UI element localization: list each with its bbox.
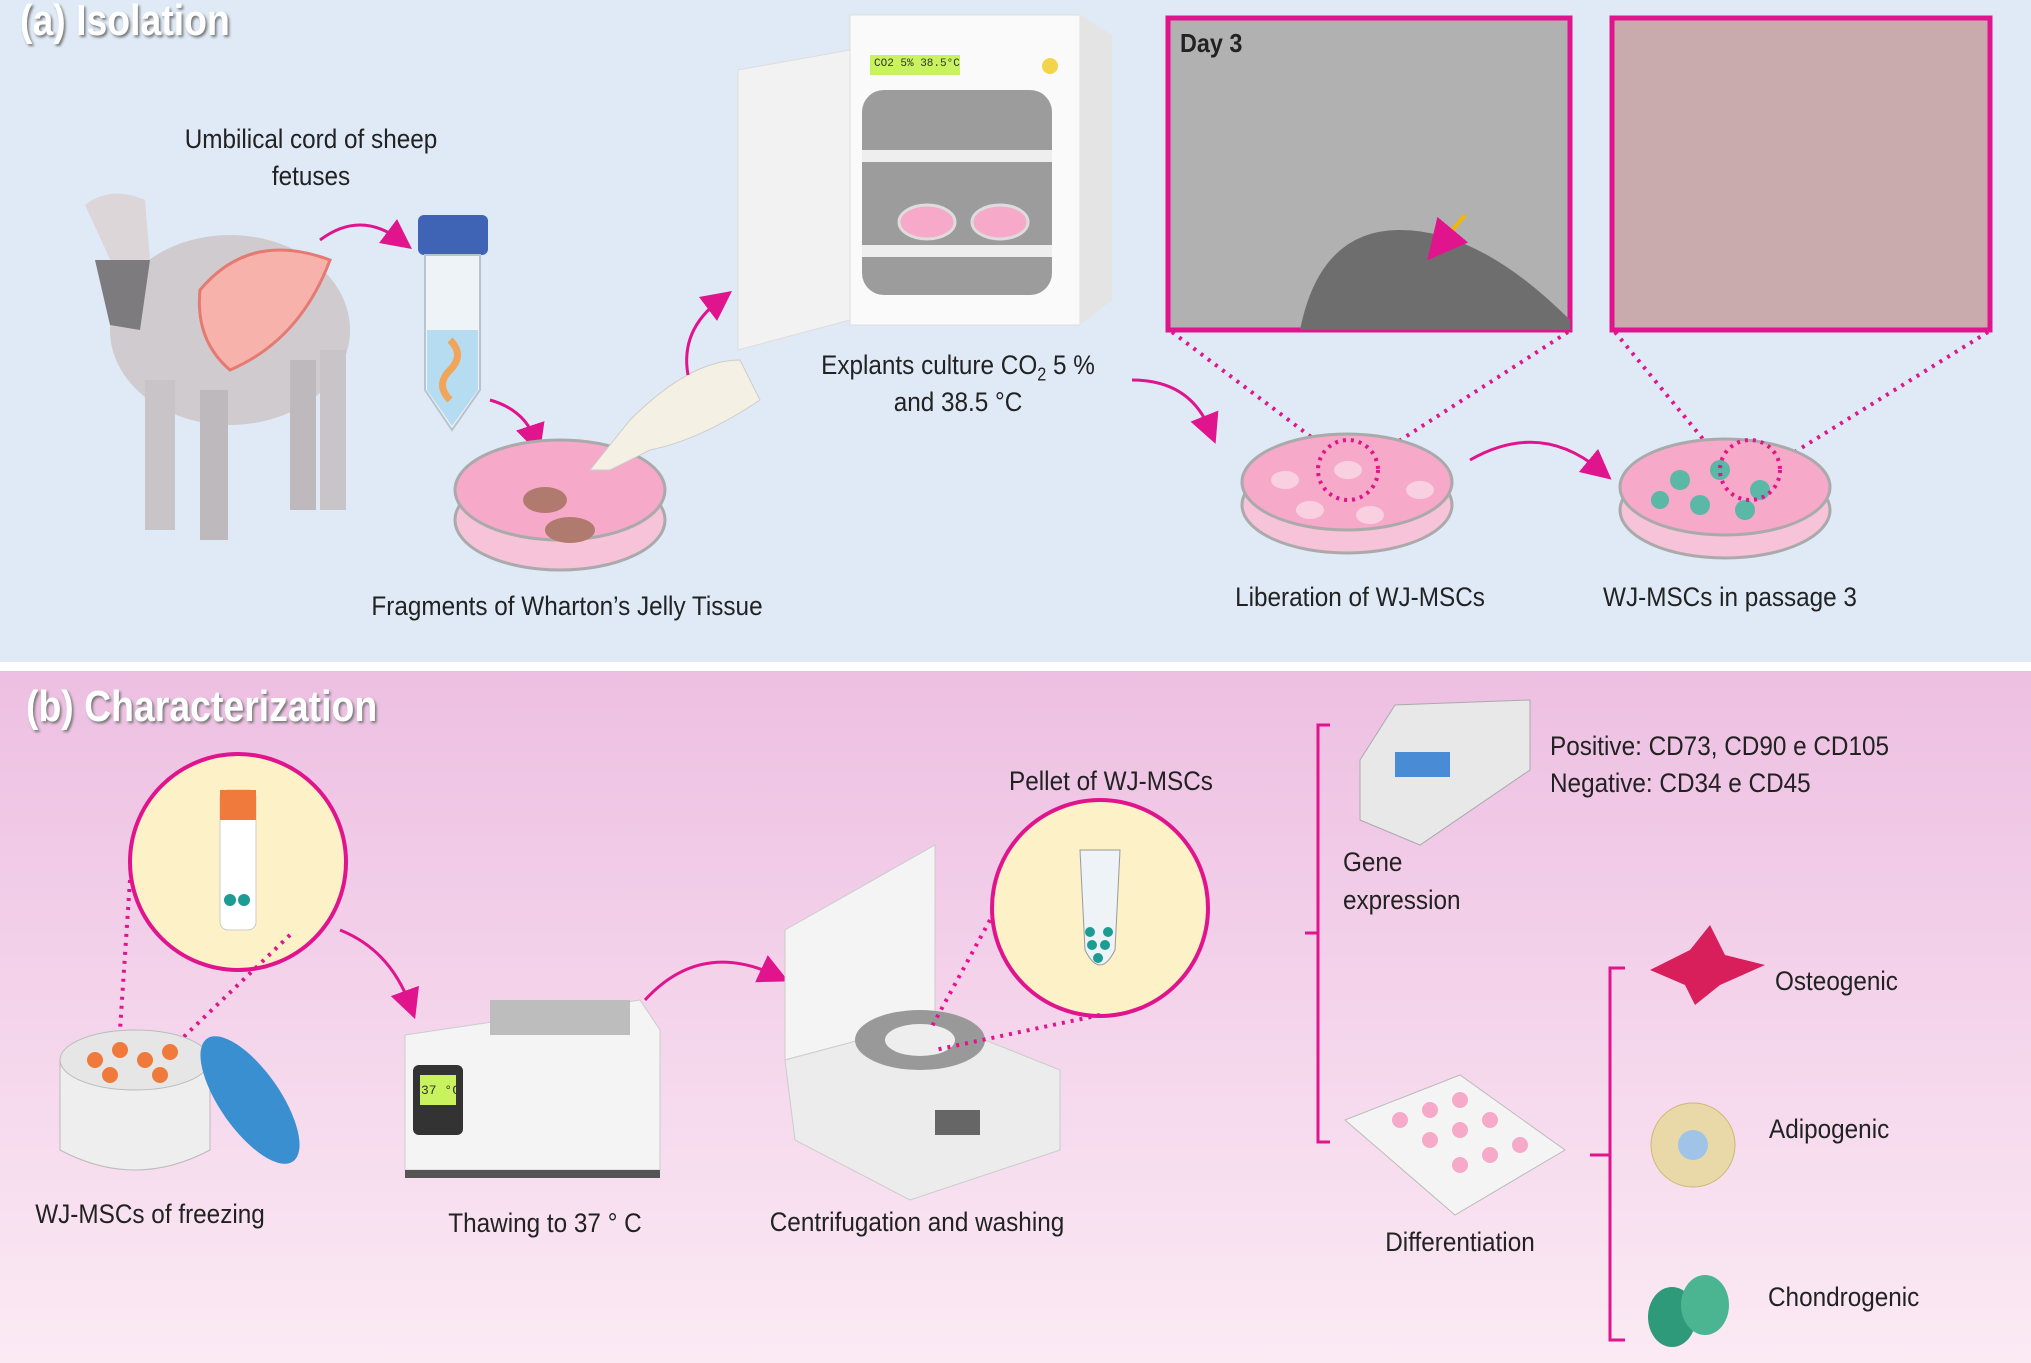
arrow [643,955,789,1002]
well-plate [1344,1074,1566,1216]
section-b-title: (b) Characterization [26,682,378,731]
differentiation-label: Differentiation [1385,1227,1535,1257]
section-a-title: (a) Isolation [20,0,230,45]
micrograph-passage3 [1609,15,1993,333]
bracket-lineages [1590,966,1625,1342]
umbilical-label-line1: Umbilical cord of sheep [184,124,438,154]
conical-tube [418,215,488,432]
centrifuge [784,844,1061,1201]
freezing-label: WJ-MSCs of freezing [35,1199,265,1229]
lineage-chondrogenic: Chondrogenic [1768,1282,1920,1312]
gene-expression-line1: Gene [1343,847,1403,877]
umbilical-label-line2: fetuses [271,161,351,191]
pellet-label: Pellet of WJ-MSCs [1009,766,1213,796]
fragments-label: Fragments of Wharton’s Jelly Tissue [371,591,763,621]
arrow [319,219,413,249]
freezing-container [59,1029,300,1171]
water-bath [404,999,661,1178]
incubator-display: CO2 5% 38.5°C [874,58,960,70]
petri-dish-liberation [1240,432,1454,555]
waterbath-display: 37 °C [421,1083,461,1098]
yellow-arrow [1427,213,1469,261]
chondrocyte-icon [1648,1275,1729,1347]
osteocyte-icon [1650,925,1765,1005]
explants-label-line2: and 38.5 °C [893,387,1023,417]
sheep-illustration [85,193,350,540]
incubator [737,14,1112,351]
day3-label: Day 3 [1180,28,1243,58]
pcr-machine [1359,699,1531,846]
positive-markers: Positive: CD73, CD90 e CD105 [1550,731,1890,761]
arrow [685,290,732,376]
explants-label-line1: Explants culture CO2 5 % [821,350,1095,385]
lineage-adipogenic: Adipogenic [1769,1114,1890,1144]
petri-dish-passage3 [1618,437,1832,560]
thawing-label: Thawing to 37 ° C [448,1208,642,1238]
gene-expression-line2: expression [1343,885,1461,915]
arrow [489,398,545,455]
panel-b-background [0,671,2031,1363]
petri-dish-fragments [453,359,761,572]
negative-markers: Negative: CD34 e CD45 [1550,768,1811,798]
arrow [339,928,419,1020]
arrow [1469,440,1612,480]
centrifugation-label: Centrifugation and washing [769,1207,1065,1237]
bracket-main [1305,723,1330,1144]
liberation-label: Liberation of WJ-MSCs [1235,582,1485,612]
passage-label: WJ-MSCs in passage 3 [1603,582,1857,612]
lineage-osteogenic: Osteogenic [1775,966,1898,996]
arrow [1131,378,1219,444]
